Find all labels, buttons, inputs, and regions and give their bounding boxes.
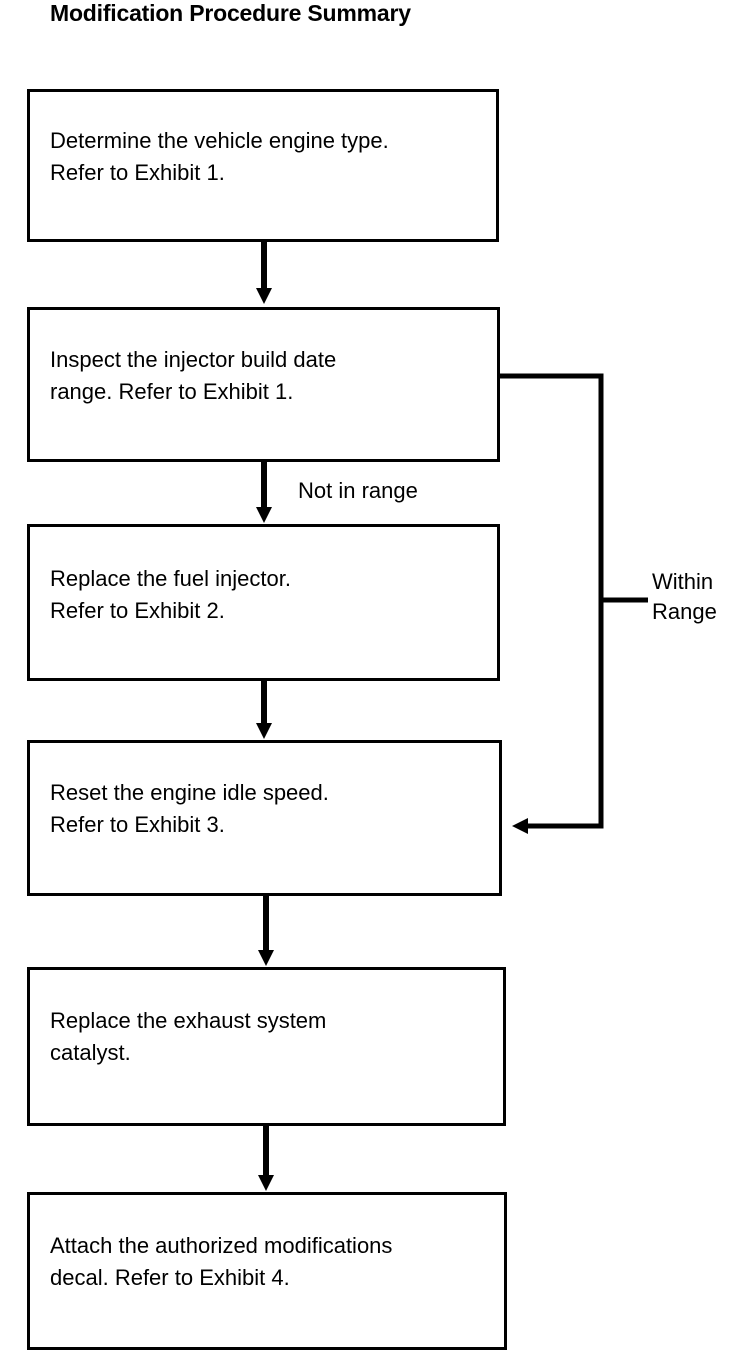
not-in-range-label: Not in range bbox=[298, 478, 418, 503]
step-text: Attach the authorized modifications deca… bbox=[50, 1233, 393, 1290]
step-text: Determine the vehicle engine type. Refer… bbox=[50, 128, 389, 185]
step-replace-catalyst: Replace the exhaust system catalyst. bbox=[27, 967, 506, 1126]
step-text: Replace the fuel injector. Refer to Exhi… bbox=[50, 566, 291, 623]
step-text: Inspect the injector build date range. R… bbox=[50, 347, 337, 404]
diagram-title: Modification Procedure Summary bbox=[50, 0, 411, 26]
step-inspect-build-date: Inspect the injector build date range. R… bbox=[27, 307, 500, 462]
step-determine-engine-type: Determine the vehicle engine type. Refer… bbox=[27, 89, 499, 242]
within-range-label: Within Range bbox=[652, 569, 717, 624]
step-text: Replace the exhaust system catalyst. bbox=[50, 1008, 327, 1065]
step-text: Reset the engine idle speed. Refer to Ex… bbox=[50, 780, 329, 837]
step-reset-idle-speed: Reset the engine idle speed. Refer to Ex… bbox=[27, 740, 502, 896]
step-replace-fuel-injector: Replace the fuel injector. Refer to Exhi… bbox=[27, 524, 500, 681]
within-range-bypass-line bbox=[500, 373, 604, 834]
step-attach-decal: Attach the authorized modifications deca… bbox=[27, 1192, 507, 1350]
